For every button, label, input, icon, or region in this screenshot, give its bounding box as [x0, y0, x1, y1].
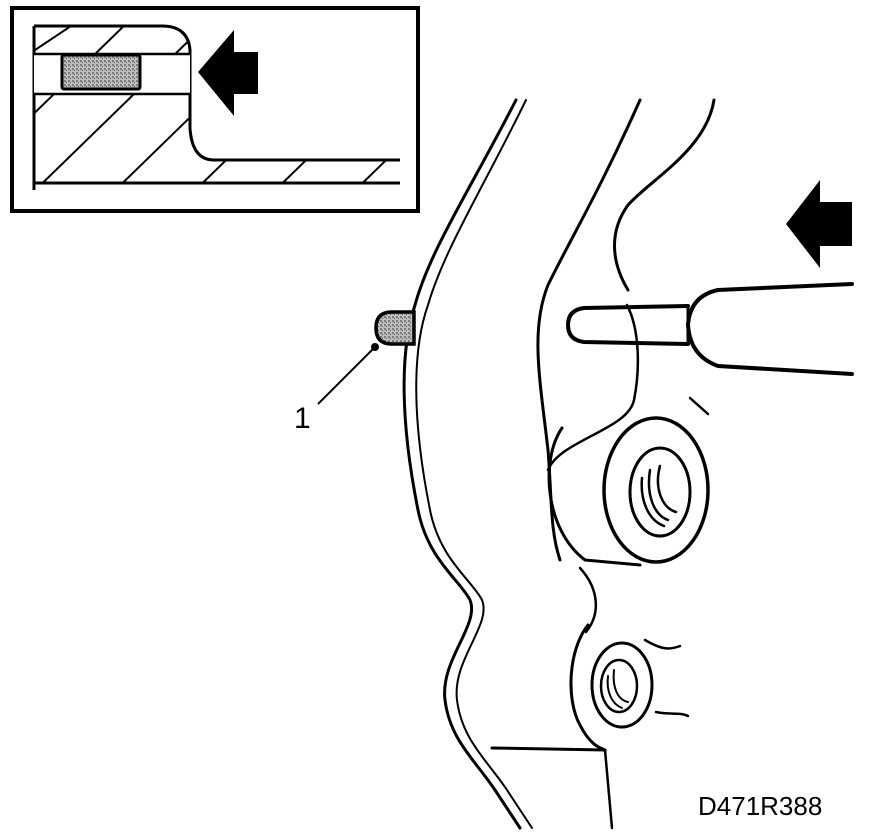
- casting-housing: [402, 98, 716, 830]
- plug-part: [374, 310, 416, 346]
- arrow-left-icon: [198, 30, 258, 116]
- inset-section-view: [32, 24, 400, 190]
- drift-tool: [565, 282, 854, 376]
- callout-leader: [317, 343, 379, 405]
- inset-plug: [60, 53, 142, 91]
- inset-detail: [10, 6, 420, 213]
- callout-number: 1: [294, 402, 311, 435]
- figure-code: D471R388: [698, 791, 823, 821]
- arrow-left-icon: [786, 180, 852, 268]
